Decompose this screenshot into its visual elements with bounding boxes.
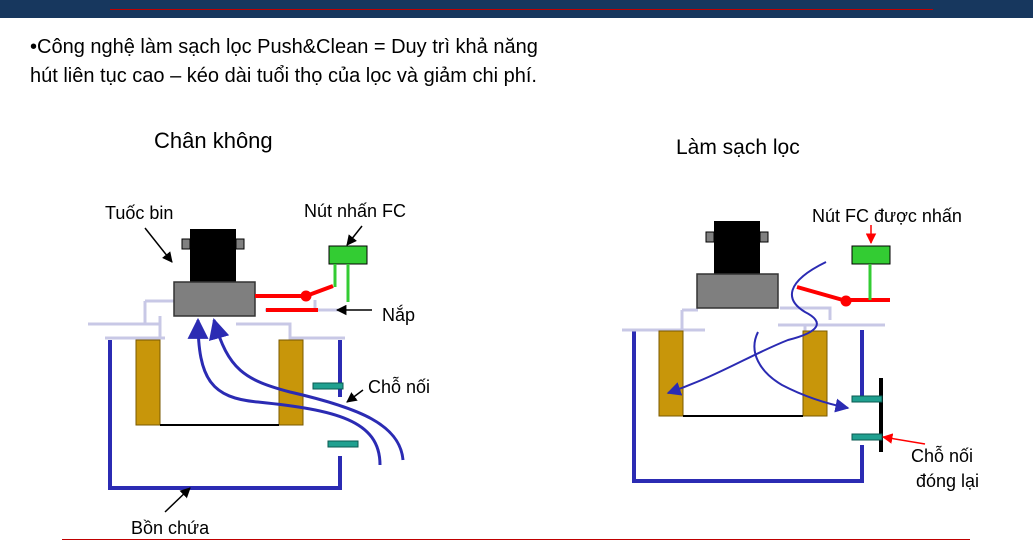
lever-pivot-right [840, 295, 852, 307]
connector-closed-label-1: Chỗ nối [911, 446, 974, 466]
cleaning-title: Làm sạch lọc [676, 136, 800, 159]
intro-line-1: •Công nghệ làm sạch lọc Push&Clean = Duy… [30, 36, 538, 58]
connector-lower [327, 440, 359, 448]
turbine-tab-left-right [705, 231, 715, 243]
turbine-tab-right-right [759, 231, 769, 243]
turbine-body-right [696, 273, 779, 309]
connector-label: Chỗ nối [368, 377, 431, 397]
filter-left [135, 339, 161, 426]
fc-button-right [851, 245, 891, 265]
lid-right [622, 306, 885, 340]
connector-closed-label-2: đóng lại [916, 471, 980, 491]
turbine-pointer [144, 227, 173, 263]
airflow-outer [208, 317, 405, 461]
cleaning-flow-2 [753, 331, 850, 413]
filter-right [278, 339, 304, 426]
footer-rule [62, 539, 970, 540]
cleaning-flow-1 [666, 261, 827, 396]
fc-button [328, 245, 368, 265]
turbine-motor [190, 229, 236, 282]
tank-label: Bồn chứa [131, 518, 210, 538]
turbine-label: Tuốc bin [105, 203, 174, 223]
connector-lower-right [851, 433, 883, 441]
fc-button-label: Nút nhấn FC [304, 201, 407, 221]
cleaning-diagram [622, 221, 926, 483]
fc-button-stems [333, 264, 350, 302]
intro-line-2: hút liên tục cao – kéo dài tuổi thọ của … [30, 65, 537, 87]
fc-button-pointer [346, 225, 363, 246]
vacuum-title: Chân không [154, 128, 273, 153]
connector-upper-right [851, 395, 883, 403]
turbine-tab-right [235, 238, 245, 250]
airflow-inner [187, 317, 382, 466]
intro-text: •Công nghệ làm sạch lọc Push&Clean = Duy… [30, 33, 750, 91]
filter-right-right [802, 330, 828, 417]
fc-pressed-label: Nút FC được nhấn [812, 206, 962, 226]
filter-left-right [658, 330, 684, 417]
turbine-motor-right [714, 221, 760, 274]
connector-closed-pointer [881, 433, 926, 445]
lid-label: Nắp [382, 305, 416, 325]
header-rule [110, 9, 933, 10]
tank-pointer [164, 487, 191, 513]
vacuum-diagram [88, 225, 405, 513]
tank-outline-right [632, 330, 864, 483]
connector-pointer [346, 389, 364, 403]
connector-upper [312, 382, 344, 390]
fc-lever [255, 284, 334, 312]
turbine-body [173, 281, 256, 317]
turbine-tab-left [181, 238, 191, 250]
lever-pivot [300, 290, 312, 302]
